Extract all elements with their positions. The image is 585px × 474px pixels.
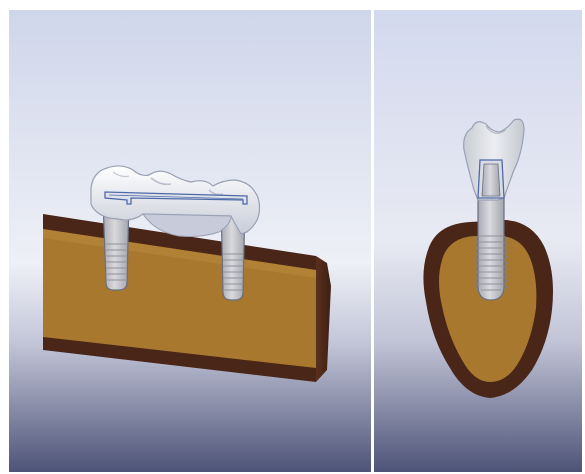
bridge-illustration: [9, 10, 371, 472]
right-panel-cross-section-view: [374, 10, 582, 472]
cross-section-illustration: [374, 10, 582, 472]
left-panel-bridge-view: [9, 10, 371, 472]
abutment-core: [482, 164, 500, 196]
